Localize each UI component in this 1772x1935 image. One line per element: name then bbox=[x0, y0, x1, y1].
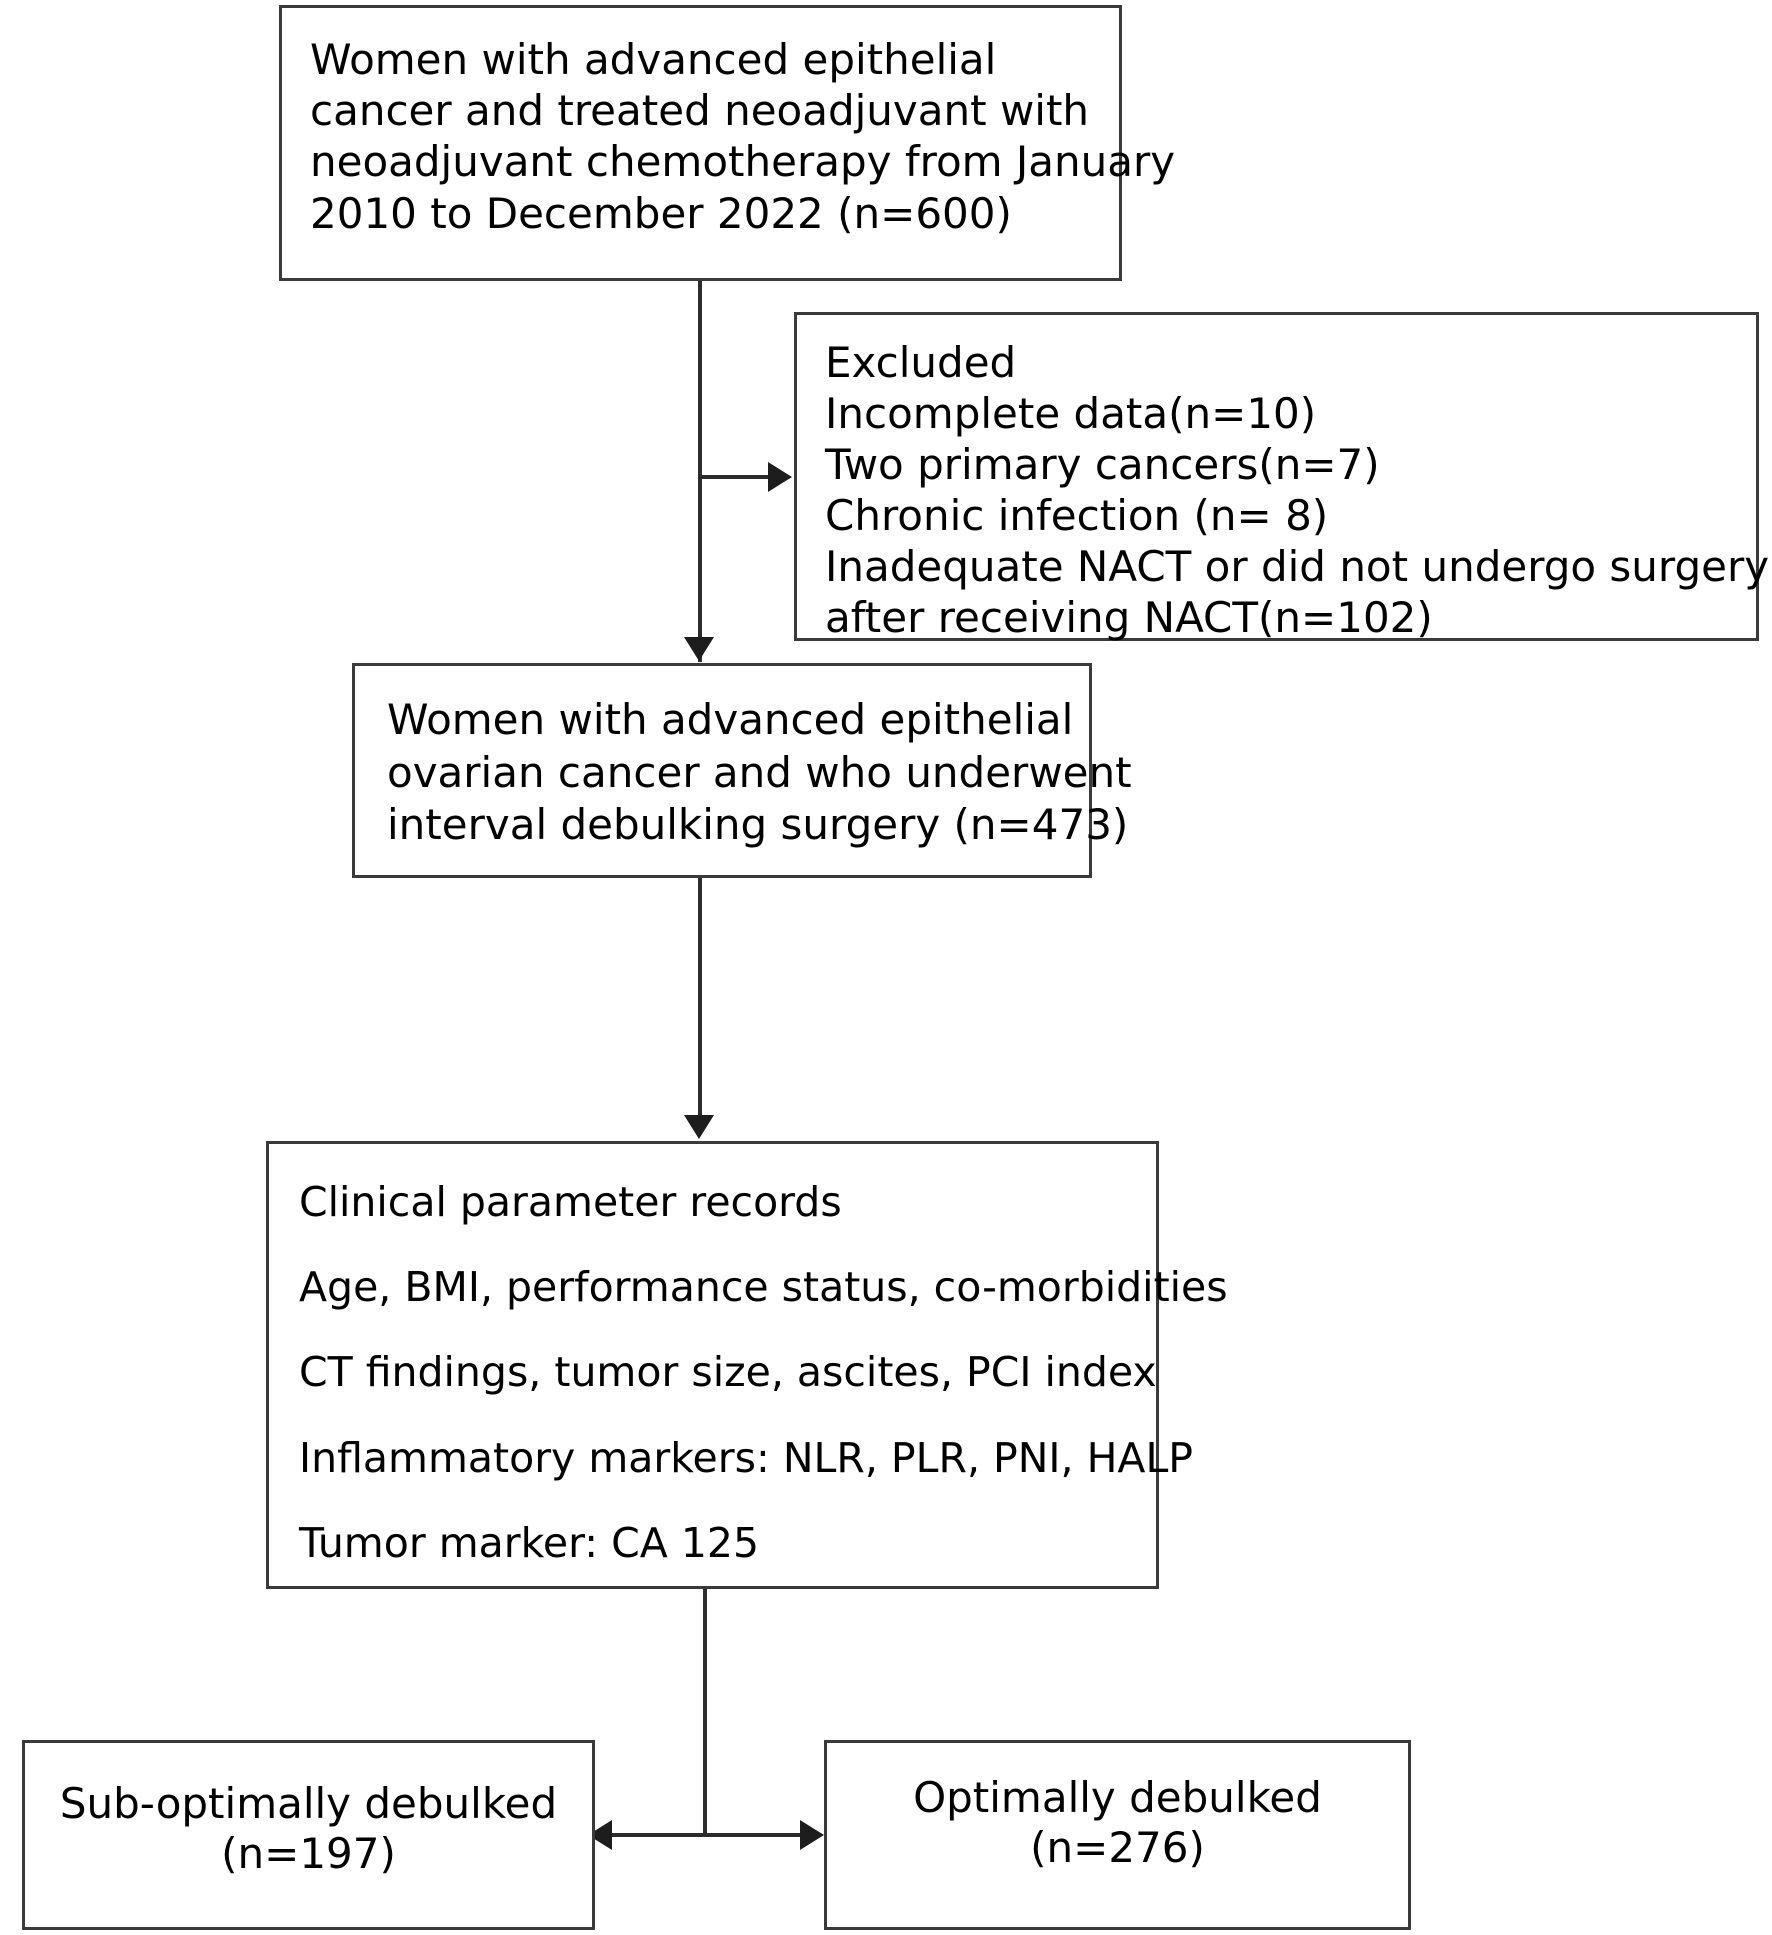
connector-to-excluded-box bbox=[698, 475, 770, 479]
excluded-box-text: Excluded Incomplete data(n=10) Two prima… bbox=[797, 315, 1770, 643]
parameters-heading: Clinical parameter records bbox=[299, 1178, 842, 1226]
optimal-label: Optimally debulked bbox=[913, 1773, 1322, 1822]
suboptimal-count: (n=197) bbox=[221, 1829, 396, 1879]
enrollment-box: Women with advanced epithelial cancer an… bbox=[279, 5, 1176, 281]
arrow-into-optimal-box bbox=[800, 1820, 824, 1850]
optimal-outcome-box: Optimally debulked (n=276) bbox=[824, 1740, 1411, 1930]
arrow-into-included-box bbox=[684, 637, 714, 661]
included-cohort-box: Women with advanced epithelial ovarian c… bbox=[352, 663, 1132, 878]
enrollment-line-1: Women with advanced epithelial bbox=[310, 35, 997, 84]
optimal-box-text: Optimally debulked (n=276) bbox=[827, 1743, 1408, 1874]
suboptimal-box-text: Sub-optimally debulked (n=197) bbox=[25, 1743, 592, 1880]
suboptimal-label: Sub-optimally debulked bbox=[59, 1779, 558, 1828]
arrow-into-parameters-box bbox=[684, 1115, 714, 1139]
parameters-line-1: Age, BMI, performance status, co-morbidi… bbox=[299, 1263, 1228, 1312]
enrollment-line-2: cancer and treated neoadjuvant with bbox=[310, 86, 1090, 136]
clinical-parameters-box: Clinical parameter records Age, BMI, per… bbox=[266, 1141, 1228, 1589]
connector-included-to-parameters bbox=[698, 878, 702, 1118]
excluded-line-1: Incomplete data(n=10) bbox=[825, 389, 1317, 439]
included-box-text: Women with advanced epithelial ovarian c… bbox=[355, 666, 1132, 852]
parameters-line-4: Tumor marker: CA 125 bbox=[299, 1518, 760, 1567]
excluded-line-5: after receiving NACT(n=102) bbox=[825, 593, 1433, 643]
enrollment-line-4: 2010 to December 2022 (n=600) bbox=[310, 188, 1012, 238]
included-line-1: Women with advanced epithelial bbox=[387, 695, 1074, 744]
suboptimal-outcome-box: Sub-optimally debulked (n=197) bbox=[22, 1740, 595, 1930]
arrow-into-excluded-box bbox=[768, 462, 792, 492]
enrollment-line-3: neoadjuvant chemotherapy from January bbox=[310, 137, 1176, 187]
parameters-line-3: Inflammatory markers: NLR, PLR, PNI, HAL… bbox=[299, 1433, 1194, 1482]
excluded-heading: Excluded bbox=[825, 338, 1017, 387]
parameters-line-2: CT findings, tumor size, ascites, PCI in… bbox=[299, 1348, 1157, 1397]
included-line-2: ovarian cancer and who underwent bbox=[387, 747, 1132, 797]
enrollment-box-text: Women with advanced epithelial cancer an… bbox=[282, 8, 1176, 239]
excluded-line-4: Inadequate NACT or did not undergo surge… bbox=[825, 542, 1770, 592]
excluded-box: Excluded Incomplete data(n=10) Two prima… bbox=[794, 312, 1770, 643]
connector-outcome-split bbox=[611, 1833, 811, 1837]
connector-parameters-to-outcomes bbox=[703, 1589, 707, 1837]
excluded-line-2: Two primary cancers(n=7) bbox=[825, 440, 1380, 490]
excluded-line-3: Chronic infection (n= 8) bbox=[825, 491, 1329, 541]
connector-enrollment-to-included bbox=[698, 281, 702, 662]
clinical-parameters-text: Clinical parameter records Age, BMI, per… bbox=[269, 1144, 1228, 1568]
included-line-3: interval debulking surgery (n=473) bbox=[387, 800, 1129, 849]
optimal-count: (n=276) bbox=[1030, 1823, 1205, 1873]
